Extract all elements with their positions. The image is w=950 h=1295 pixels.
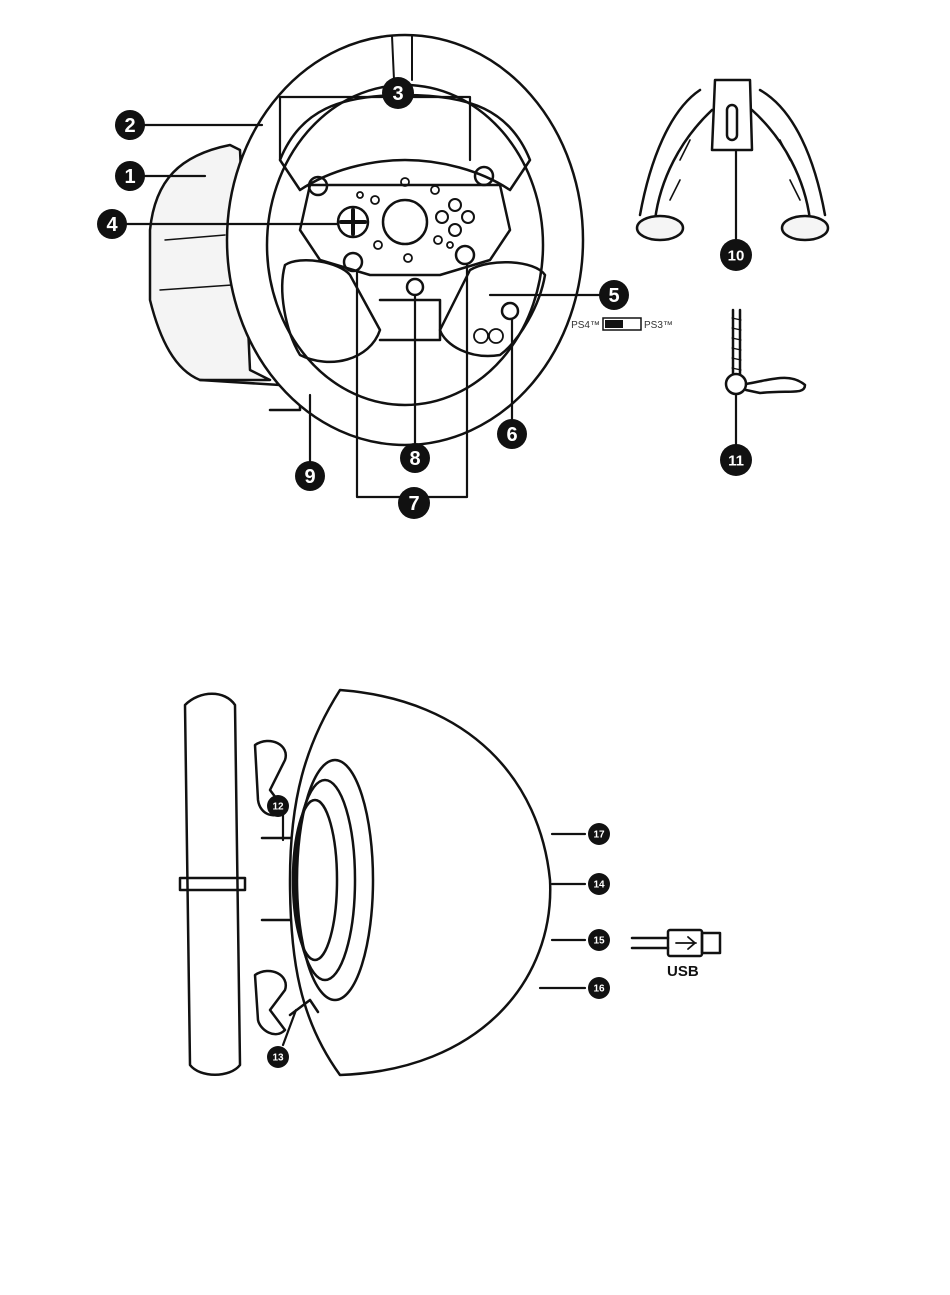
callout-14-number: 14 [593, 880, 605, 891]
callout-10: 10 [720, 239, 752, 271]
dpad-icon [338, 207, 368, 237]
callout-12-number: 12 [272, 802, 284, 813]
side-base-shell [290, 690, 550, 1075]
callout-17: 17 [588, 823, 610, 845]
callout-15: 15 [588, 929, 610, 951]
callout-13-number: 13 [272, 1053, 284, 1064]
side-wheel-rim [185, 694, 240, 1075]
paddle-shifter-lower [255, 971, 286, 1034]
callout-4-number: 4 [106, 214, 118, 236]
platform-switch[interactable] [603, 318, 641, 330]
clamp-screw-icon [726, 310, 805, 394]
callout-2-number: 2 [124, 115, 135, 137]
callout-6-number: 6 [506, 424, 517, 446]
callout-8-number: 8 [409, 448, 420, 470]
callout-4: 4 [97, 209, 127, 239]
callout-10-number: 10 [728, 248, 745, 265]
switch-label-ps4: PS4™ [571, 320, 600, 331]
callout-5: 5 [599, 280, 629, 310]
switch-label-ps3: PS3™ [644, 320, 673, 331]
usb-connector-icon [632, 930, 720, 956]
callout-13: 13 [267, 1046, 289, 1068]
callout-3-number: 3 [392, 83, 403, 105]
callout-3: 3 [382, 77, 414, 109]
callout-2: 2 [115, 110, 145, 140]
callout-7: 7 [398, 487, 430, 519]
callout-9-number: 9 [304, 466, 315, 488]
callout-15-number: 15 [593, 936, 605, 947]
callout-7-number: 7 [408, 493, 419, 515]
callout-5-number: 5 [608, 285, 619, 307]
callout-1-number: 1 [124, 166, 135, 188]
callout-8: 8 [400, 443, 430, 473]
usb-label: USB [667, 963, 699, 980]
callout-12: 12 [267, 795, 289, 817]
callout-11-number: 11 [728, 453, 744, 470]
callout-16: 16 [588, 977, 610, 999]
callout-1: 1 [115, 161, 145, 191]
callout-6: 6 [497, 419, 527, 449]
callout-14: 14 [588, 873, 610, 895]
callout-9: 9 [295, 461, 325, 491]
table-clamp-icon [637, 80, 828, 240]
callout-17-number: 17 [593, 830, 605, 841]
callout-11: 11 [720, 444, 752, 476]
callout-16-number: 16 [593, 984, 605, 995]
